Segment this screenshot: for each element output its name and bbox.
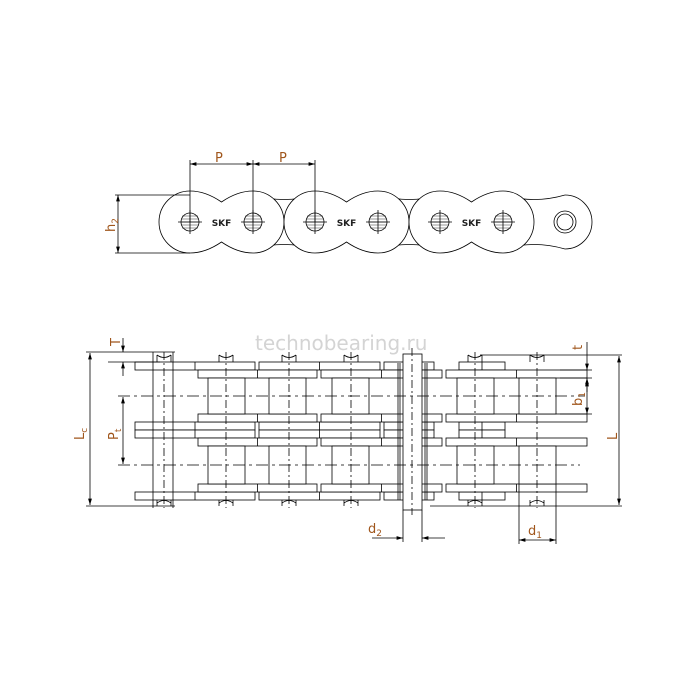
pitch-label: P	[215, 151, 223, 166]
pin-head	[467, 354, 483, 504]
pin-head	[218, 354, 234, 504]
h2-label: h2	[104, 218, 121, 232]
d2-label: d2	[368, 522, 382, 539]
outer-plate	[408, 190, 535, 254]
roller	[331, 377, 370, 415]
pitch-label: P	[279, 151, 287, 166]
pin	[556, 213, 574, 231]
end-plate-outline	[564, 194, 593, 250]
l-label: L	[606, 432, 621, 440]
watermark: technobearing.ru	[255, 331, 427, 355]
pin-head	[343, 354, 359, 504]
pt-label: Pt	[107, 428, 124, 440]
pin-head	[529, 354, 545, 504]
lc-label: Lc	[73, 428, 90, 440]
pin-head	[281, 354, 297, 504]
d1-label: d1	[528, 524, 542, 541]
connecting-pin	[402, 353, 423, 511]
t-inner-label: t	[571, 345, 586, 350]
top-view	[118, 348, 588, 515]
pin-head	[156, 354, 172, 504]
dimension-lines	[86, 160, 622, 544]
roller	[553, 210, 577, 234]
b1-label: b1	[571, 392, 588, 406]
skf-logo: SKF	[212, 219, 232, 229]
t-outer-label: T	[109, 338, 124, 347]
skf-logo: SKF	[462, 219, 482, 229]
side-view: SKF SKF SKF	[158, 190, 593, 254]
skf-logo: SKF	[337, 219, 357, 229]
roller	[331, 445, 370, 485]
